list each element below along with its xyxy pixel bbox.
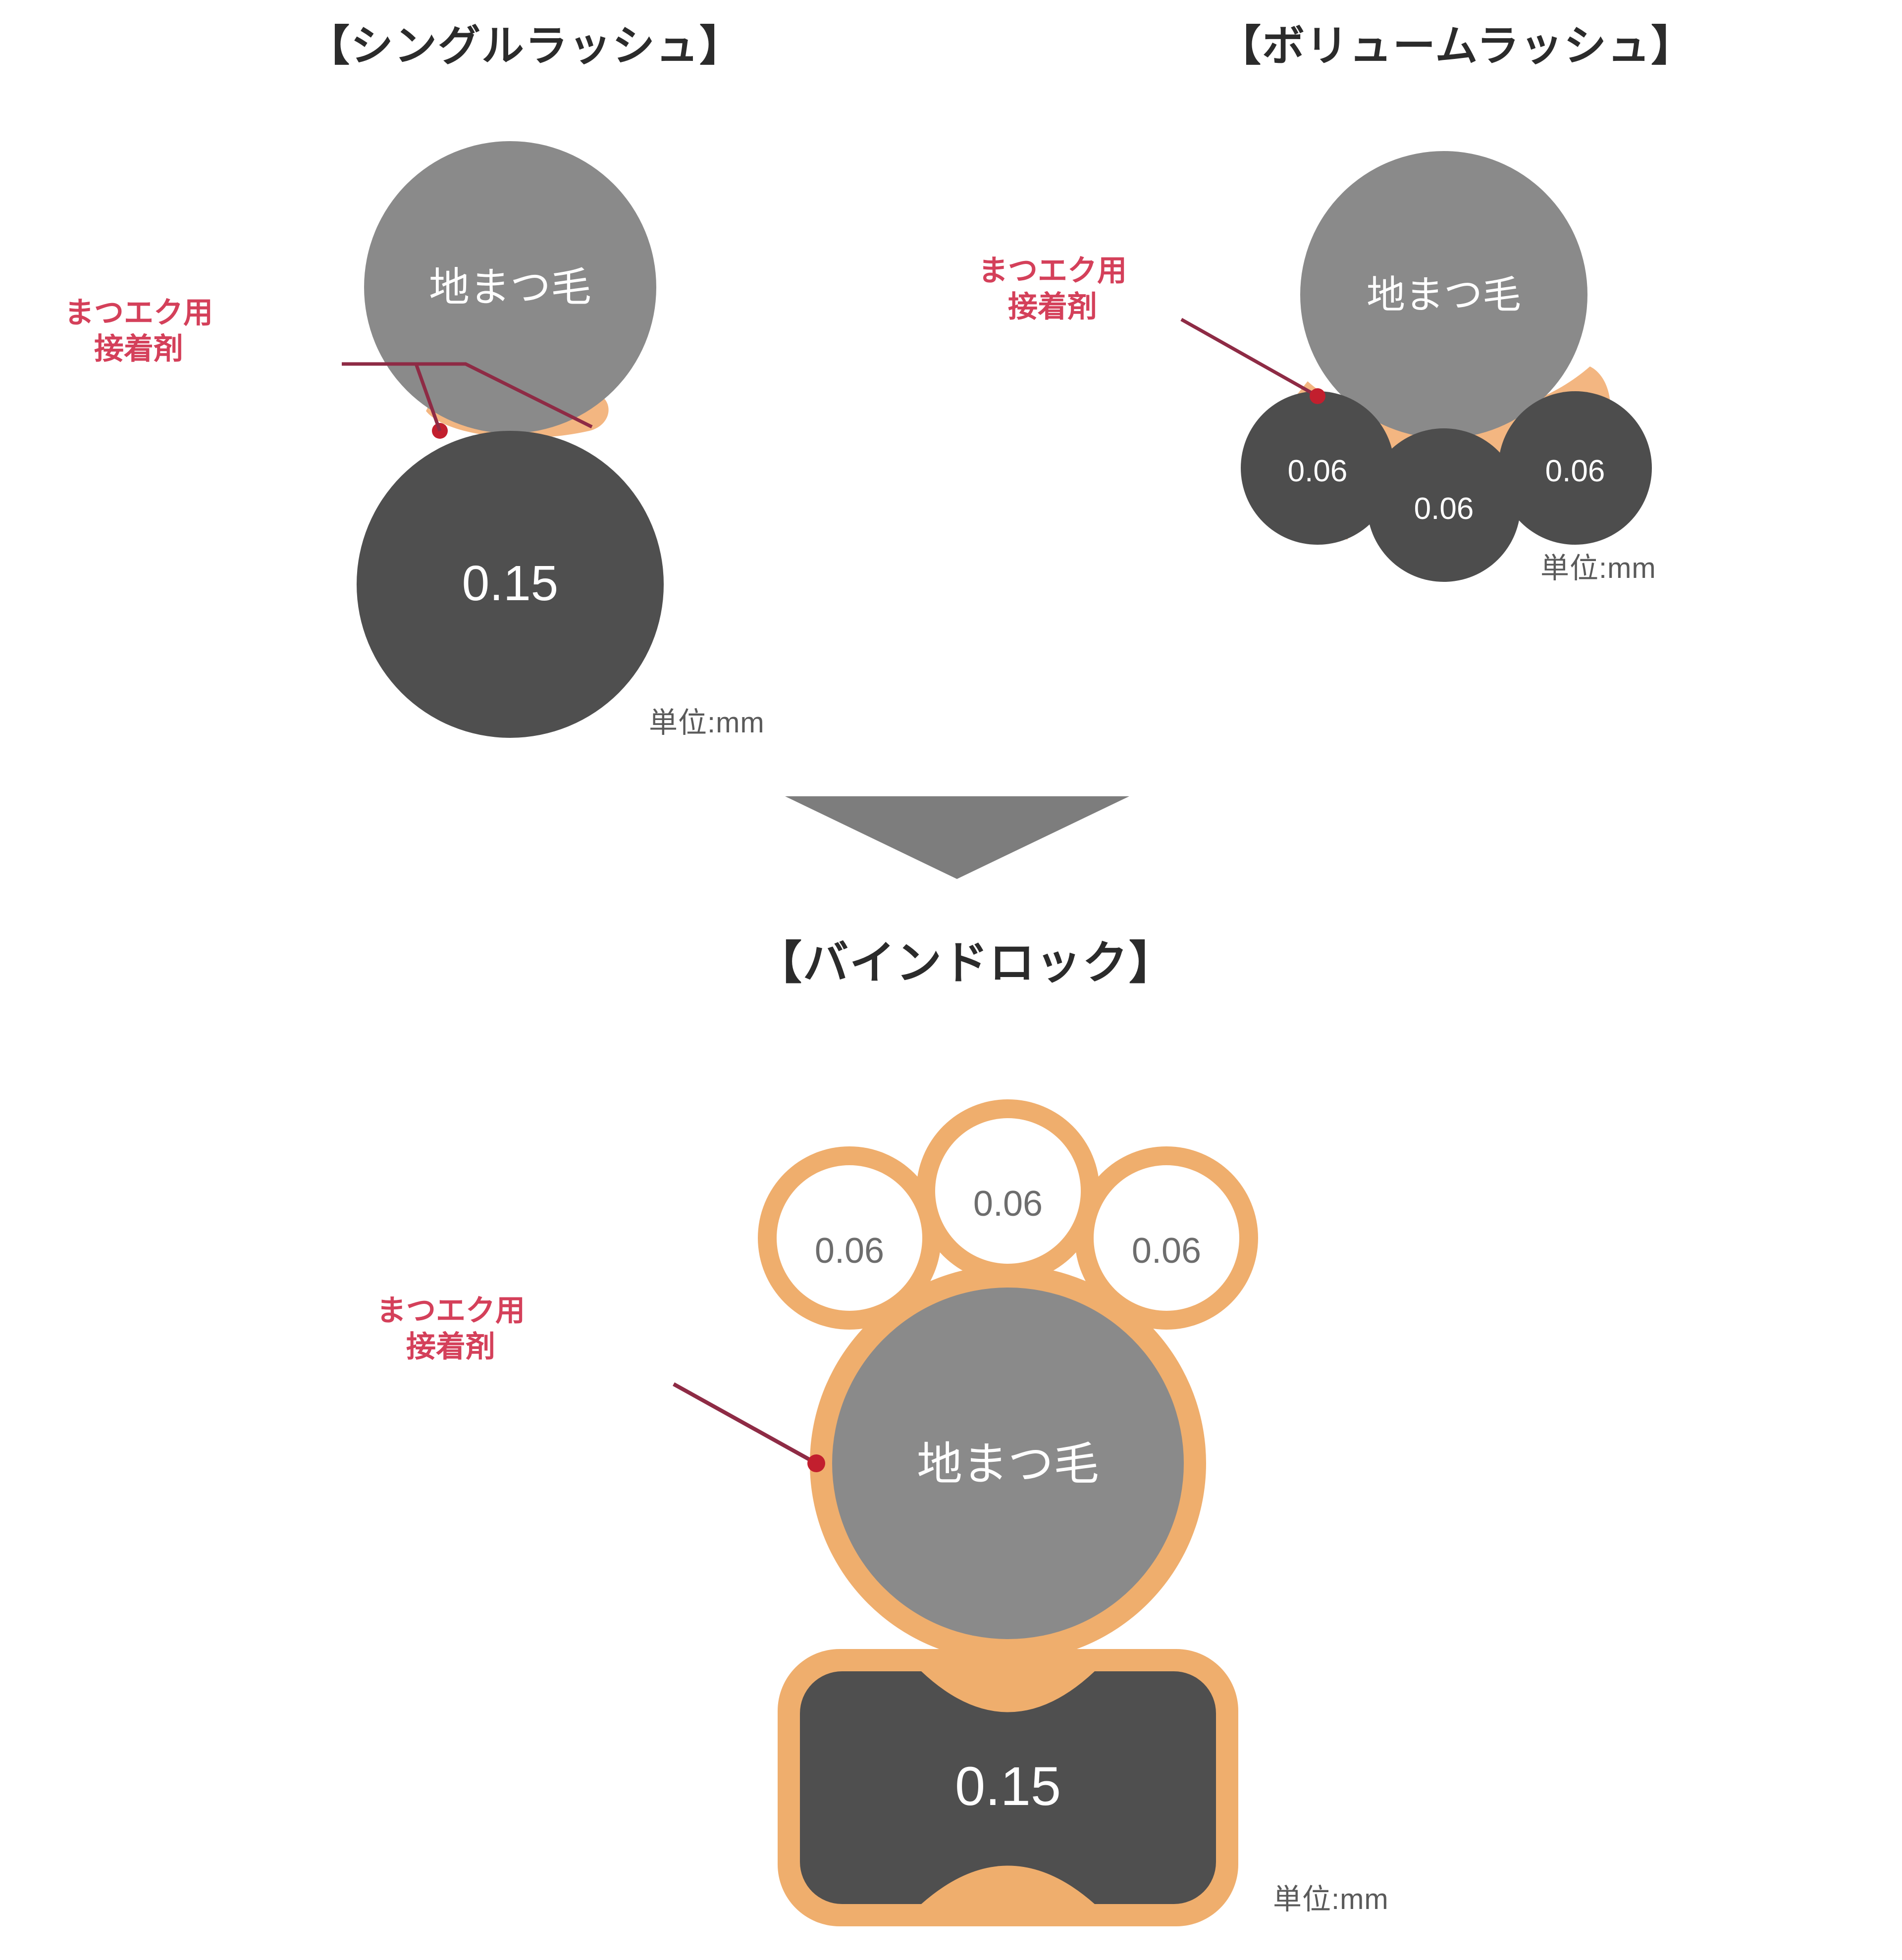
- bind-extension-text-3: 0.06: [1132, 1231, 1201, 1271]
- volume-extension-circle-3: [1498, 391, 1652, 545]
- bind-leader-line: [673, 1382, 817, 1465]
- single-extension-text: 0.15: [462, 556, 559, 611]
- bind-extension-circle-2: [935, 1118, 1081, 1264]
- single-lash-group: [342, 141, 664, 738]
- panel-title-volume-lash: 【ボリュームラッシュ】: [1218, 22, 1695, 70]
- bind-glue-backing: [758, 1099, 1258, 1926]
- bind-extension-text-1: 0.06: [815, 1231, 884, 1271]
- single-extension-circle: [357, 431, 664, 738]
- volume-lash-group: [1180, 151, 1652, 582]
- bind-extension-circle-3: [1094, 1165, 1239, 1311]
- single-natural-lash-text: 地まつ毛: [429, 265, 591, 310]
- bind-extension-circle-1: [777, 1165, 922, 1311]
- volume-leader-line: [1180, 317, 1319, 398]
- volume-extension-circle-2: [1367, 428, 1521, 582]
- volume-extension-circle-1: [1241, 391, 1394, 545]
- panel-title-bind-lock: 【バインドロック】: [756, 938, 1175, 988]
- volume-glue-shape: [1288, 366, 1611, 540]
- bind-lock-group: [673, 1099, 1258, 1926]
- panel-title-single-lash: 【シングルラッシュ】: [307, 22, 743, 70]
- glue-label-bind-line1: まつエク用: [376, 1294, 525, 1327]
- glue-label-single-line2: 接着剤: [94, 332, 183, 366]
- unit-label-bind: 単位:mm: [1273, 1883, 1389, 1915]
- single-leader-line: [342, 362, 593, 429]
- unit-label-volume: 単位:mm: [1540, 552, 1656, 584]
- bind-extension-bottom-text: 0.15: [955, 1756, 1061, 1817]
- glue-label-bind-line2: 接着剤: [406, 1330, 495, 1364]
- glue-label-bind: まつエク用 接着剤: [376, 1292, 525, 1365]
- volume-natural-lash-circle: [1300, 151, 1587, 438]
- bind-natural-lash-text: 地まつ毛: [917, 1439, 1099, 1490]
- bind-natural-lash-circle: [832, 1288, 1184, 1639]
- glue-label-volume-line1: まつエク用: [978, 254, 1127, 287]
- down-arrow: [785, 796, 1129, 879]
- single-leader-line-b: [342, 362, 442, 432]
- glue-label-volume-line2: 接着剤: [1008, 290, 1097, 324]
- single-natural-lash-circle: [364, 141, 656, 433]
- bind-extension-text-2: 0.06: [973, 1184, 1043, 1224]
- single-leader-dot: [432, 423, 448, 439]
- single-glue-shape: [426, 391, 609, 438]
- volume-extension-text-3: 0.06: [1545, 454, 1605, 488]
- volume-extension-text-2: 0.06: [1414, 492, 1474, 526]
- unit-label-single: 単位:mm: [649, 707, 765, 739]
- glue-label-single-line1: まつエク用: [64, 296, 213, 329]
- volume-extension-text-1: 0.06: [1288, 454, 1348, 488]
- volume-natural-lash-text: 地まつ毛: [1367, 273, 1521, 316]
- bind-leader-dot: [807, 1454, 825, 1472]
- bind-extension-body: [800, 1671, 1216, 1904]
- volume-leader-dot: [1310, 388, 1325, 404]
- glue-label-volume: まつエク用 接着剤: [978, 253, 1127, 325]
- glue-label-single: まつエク用 接着剤: [64, 295, 213, 367]
